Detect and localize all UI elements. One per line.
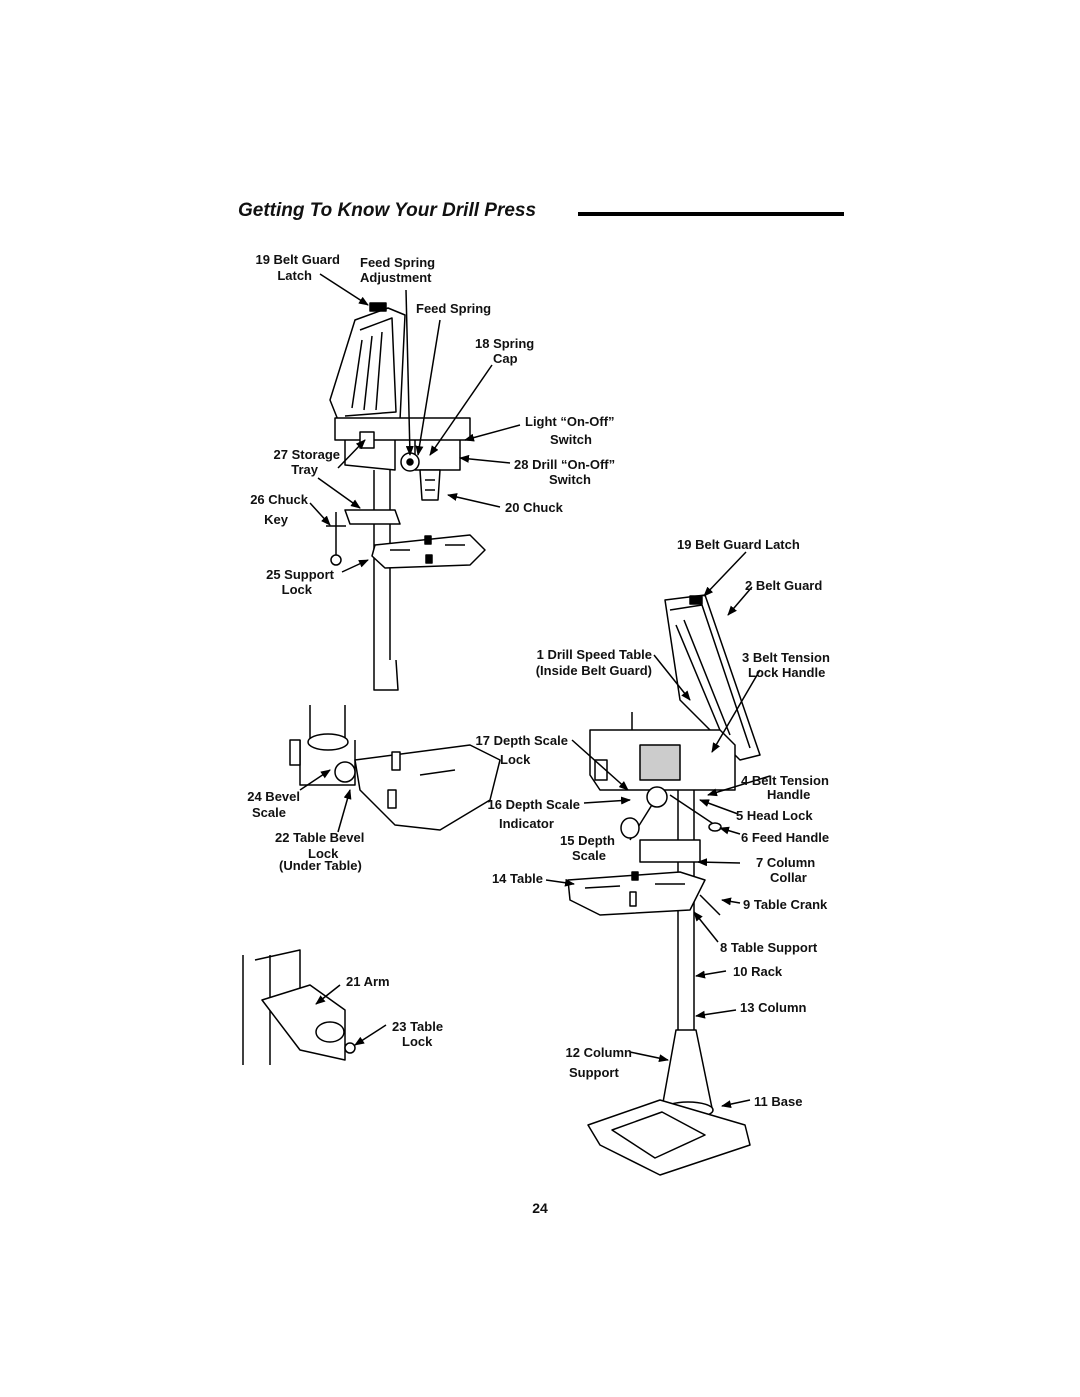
label-chuck-key-2: Key	[264, 512, 288, 527]
label-light-switch: Light “On-Off”	[525, 414, 615, 429]
label-drill-switch: 28 Drill “On-Off”	[514, 457, 616, 472]
label-depth-scale-lock-2: Lock	[500, 752, 531, 767]
label-feed-handle: 6 Feed Handle	[741, 830, 830, 845]
label-column-collar-2: Collar	[770, 870, 807, 885]
label-spring-cap-2: Cap	[493, 351, 518, 366]
label-depth-scale-2: Scale	[572, 848, 606, 863]
label-column: 13 Column	[740, 1000, 807, 1015]
top-drill-press-drawing	[326, 302, 486, 691]
label-bevel-scale-2: Scale	[252, 805, 286, 820]
label-head-lock: 5 Head Lock	[736, 808, 813, 823]
label-rack: 10 Rack	[733, 964, 783, 979]
label-belt-guard-latch-top-2: Latch	[277, 268, 312, 283]
label-base: 11 Base	[754, 1094, 803, 1109]
label-depth-scale-lock: 17 Depth Scale	[475, 733, 569, 748]
title-rule	[578, 212, 844, 216]
label-chuck: 20 Chuck	[505, 500, 563, 515]
label-table-lock: 23 Table	[392, 1019, 444, 1034]
label-support-lock-2: Lock	[281, 582, 312, 597]
label-belt-tension-handle: 4 Belt Tension	[741, 773, 829, 788]
arm-detail-drawing	[242, 949, 356, 1065]
label-table-lock-2: Lock	[402, 1034, 433, 1049]
label-belt-tension-handle-2: Handle	[767, 787, 811, 802]
label-chuck-key: 26 Chuck	[250, 492, 308, 507]
label-arm: 21 Arm	[346, 974, 390, 989]
label-table-bevel-lock-2: Lock	[308, 846, 339, 861]
label-spring-cap: 18 Spring	[475, 336, 535, 351]
label-drill-switch-2: Switch	[549, 472, 591, 487]
label-light-switch-2: Switch	[550, 432, 592, 447]
label-belt-guard: 2 Belt Guard	[745, 578, 823, 593]
bevel-detail-drawing	[289, 705, 501, 831]
label-feed-spring: Feed Spring	[416, 301, 492, 316]
main-drill-press-drawing	[567, 594, 761, 1176]
label-feed-spring-adjustment: Feed Spring	[360, 255, 436, 270]
label-table-support: 8 Table Support	[720, 940, 818, 955]
label-support-lock: 25 Support	[266, 567, 334, 582]
page-number: 24	[532, 1200, 548, 1216]
label-column-collar: 7 Column	[756, 855, 816, 870]
leader-lines	[299, 273, 771, 1109]
label-column-support-2: Support	[569, 1065, 619, 1080]
label-depth-scale: 15 Depth	[560, 833, 615, 848]
label-belt-guard-latch-top: 19 Belt Guard	[255, 252, 340, 267]
label-depth-scale-indicator: 16 Depth Scale	[487, 797, 581, 812]
label-storage-tray-2: Tray	[291, 462, 318, 477]
label-belt-guard-latch: 19 Belt Guard Latch	[677, 537, 800, 552]
label-column-support: 12 Column	[565, 1045, 632, 1060]
label-belt-tension-lock-2: Lock Handle	[748, 665, 826, 680]
label-table-crank: 9 Table Crank	[743, 897, 828, 912]
label-feed-spring-adjustment-2: Adjustment	[360, 270, 432, 285]
label-belt-tension-lock: 3 Belt Tension	[742, 650, 830, 665]
label-bevel-scale: 24 Bevel	[247, 789, 300, 804]
label-drill-speed-table-2: (Inside Belt Guard)	[535, 663, 652, 678]
label-storage-tray: 27 Storage	[273, 447, 340, 462]
label-drill-speed-table: 1 Drill Speed Table	[536, 647, 652, 662]
label-table-bevel-lock-3: (Under Table)	[279, 858, 362, 873]
label-table: 14 Table	[491, 871, 543, 886]
label-depth-scale-indicator-2: Indicator	[499, 816, 554, 831]
page-title: Getting To Know Your Drill Press	[238, 200, 537, 221]
label-table-bevel-lock: 22 Table Bevel	[275, 830, 365, 845]
